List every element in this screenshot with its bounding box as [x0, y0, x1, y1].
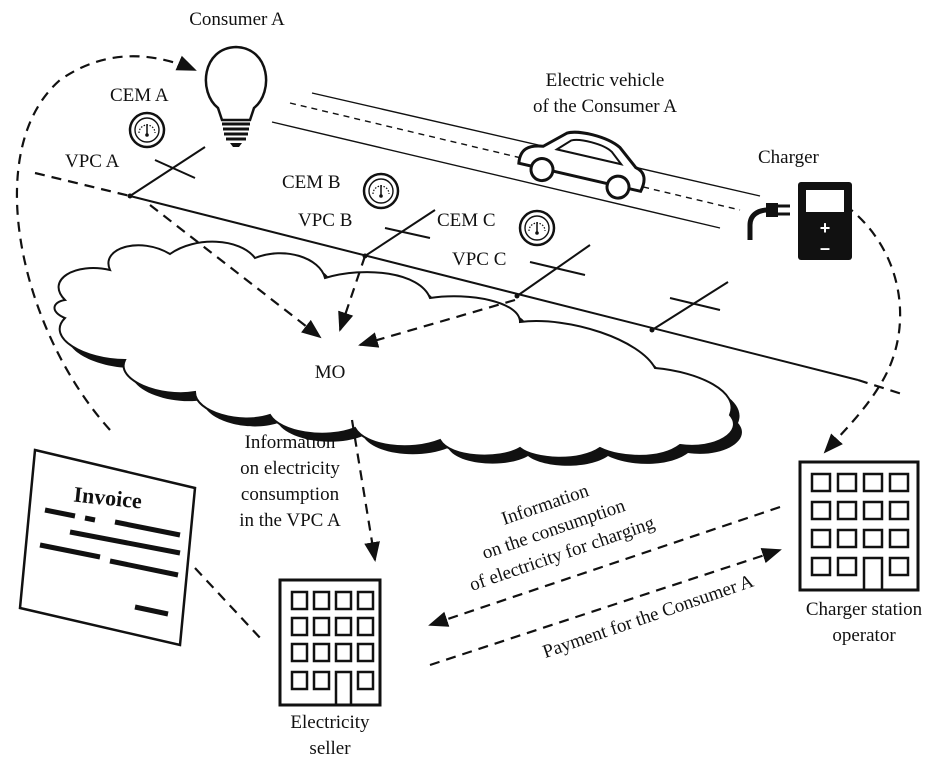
payment-label-group: Payment for the Consumer A	[540, 571, 757, 663]
road	[271, 92, 761, 229]
info-a-line4: in the VPC A	[239, 510, 341, 531]
seller-label-line1: Electricity	[290, 712, 370, 733]
consumer-a-label: Consumer A	[189, 9, 285, 30]
seller-label-line2: seller	[309, 738, 351, 759]
building-icon	[278, 578, 382, 707]
building-icon	[798, 460, 920, 592]
charger-minus: –	[820, 238, 830, 258]
mo-label: MO	[315, 362, 346, 383]
ev-label-line2: of the Consumer A	[533, 96, 677, 117]
operator-label-line1: Charger station	[806, 599, 923, 620]
vpc-a-label: VPC A	[65, 151, 120, 172]
charger-plus: +	[820, 218, 831, 238]
vpc-b-label: VPC B	[298, 210, 352, 231]
info-a-line2: on electricity	[240, 458, 340, 479]
info-a-line3: consumption	[241, 484, 340, 505]
info-c-label: Information on the consumption of electr…	[467, 480, 658, 596]
car-icon	[517, 130, 646, 200]
charger-label: Charger	[758, 147, 820, 168]
light-bulb-icon	[204, 45, 268, 147]
info-a-line1: Information	[245, 432, 336, 453]
cem-a-label: CEM A	[110, 85, 169, 106]
payment-label: Payment for the Consumer A	[540, 571, 757, 663]
cem-b-label: CEM B	[282, 172, 341, 193]
meter-icon	[518, 209, 556, 247]
invoice-icon: Invoice	[18, 448, 197, 647]
charger-icon: + –	[798, 182, 852, 260]
cem-c-label: CEM C	[437, 210, 496, 231]
power-line	[34, 146, 906, 397]
plug-icon	[747, 203, 790, 240]
cloud-icon	[53, 240, 742, 466]
vpc-c-label: VPC C	[452, 249, 506, 270]
flow-arrows	[15, 55, 902, 667]
ev-label-line1: Electric vehicle	[546, 70, 665, 91]
meter-icon	[362, 172, 400, 210]
operator-label-line2: operator	[832, 625, 896, 646]
meter-icon	[128, 111, 166, 149]
